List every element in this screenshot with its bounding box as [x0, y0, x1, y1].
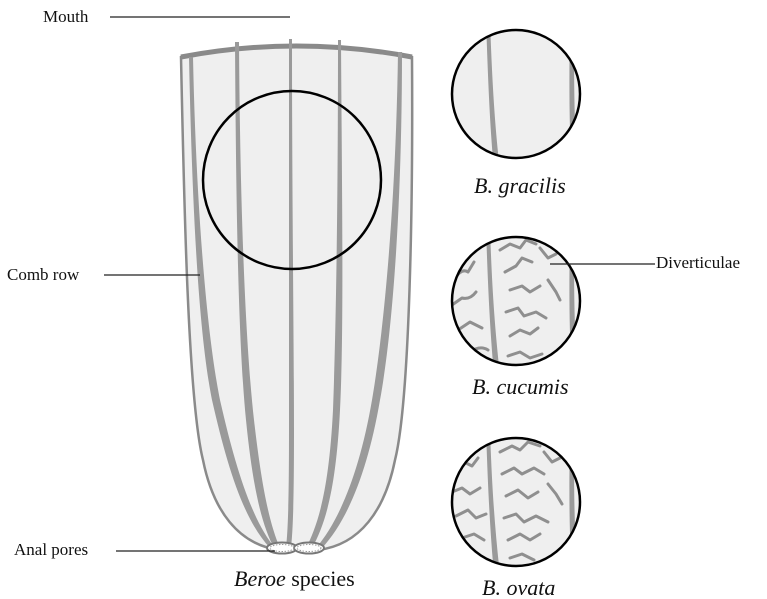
- main-caption-rest: species: [286, 566, 355, 591]
- anal-pores-label: Anal pores: [14, 540, 88, 559]
- mouth-label: Mouth: [43, 7, 89, 26]
- gracilis-caption: B. gracilis: [474, 173, 566, 198]
- main-caption: Beroe species: [234, 566, 355, 591]
- main-caption-genus: Beroe: [234, 566, 286, 591]
- beroe-body: [181, 39, 412, 554]
- diverticulae-label: Diverticulae: [656, 253, 740, 272]
- gracilis-detail: [452, 20, 580, 170]
- ovata-caption: B. ovata: [482, 575, 555, 599]
- comb-row-label: Comb row: [7, 265, 80, 284]
- ovata-detail: [452, 430, 604, 575]
- cucumis-caption: B. cucumis: [472, 374, 569, 399]
- cucumis-detail: [452, 228, 600, 375]
- body-outline: [181, 46, 412, 550]
